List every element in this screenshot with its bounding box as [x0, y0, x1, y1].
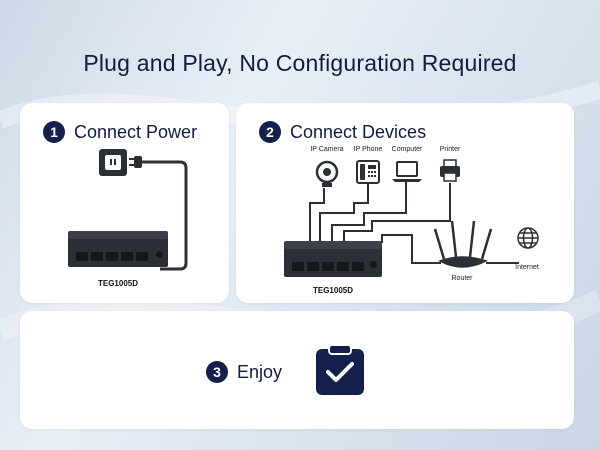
step-card-connect-devices: 2 Connect Devices IP Camera IP Phone Com…	[236, 103, 574, 303]
internet-label: Internet	[515, 264, 539, 271]
step-header: 2 Connect Devices	[259, 121, 426, 143]
step-label: Connect Power	[74, 121, 198, 142]
network-switch-device	[68, 231, 168, 267]
network-diagram	[284, 159, 539, 277]
printer-icon	[440, 159, 460, 182]
step-number-badge: 2	[259, 121, 281, 143]
step-header: 3 Enjoy	[206, 361, 282, 383]
step-header: 1 Connect Power	[43, 121, 197, 143]
switch-model-label: TEG1005D	[97, 279, 139, 288]
power-cable	[142, 160, 188, 271]
network-cables	[309, 179, 519, 264]
router-label: Router	[451, 275, 473, 282]
page-title: Plug and Play, No Configuration Required	[83, 50, 517, 76]
globe-icon	[517, 227, 539, 249]
router-icon	[433, 220, 493, 268]
power-cable-diagram	[99, 149, 188, 271]
step-number-badge: 1	[43, 121, 65, 143]
step-card-enjoy: 3 Enjoy	[20, 311, 574, 429]
clipboard-check-icon	[316, 344, 364, 395]
ip-camera-label: IP Camera	[310, 146, 344, 153]
printer-label: Printer	[439, 146, 461, 153]
ip-phone-label: IP Phone	[353, 146, 383, 153]
power-outlet-icon	[99, 149, 127, 176]
computer-icon	[392, 161, 422, 182]
ip-phone-icon	[356, 160, 380, 184]
network-switch-device	[284, 241, 382, 277]
step-label: Connect Devices	[290, 121, 427, 142]
computer-label: Computer	[391, 146, 423, 153]
step-number-badge: 3	[206, 361, 228, 383]
power-plug-icon	[129, 156, 142, 168]
switch-model-label: TEG1005D	[312, 286, 354, 295]
ip-camera-icon	[315, 160, 339, 187]
step-card-connect-power: 1 Connect Power TEG1005D	[20, 103, 229, 303]
step-label: Enjoy	[237, 361, 283, 382]
